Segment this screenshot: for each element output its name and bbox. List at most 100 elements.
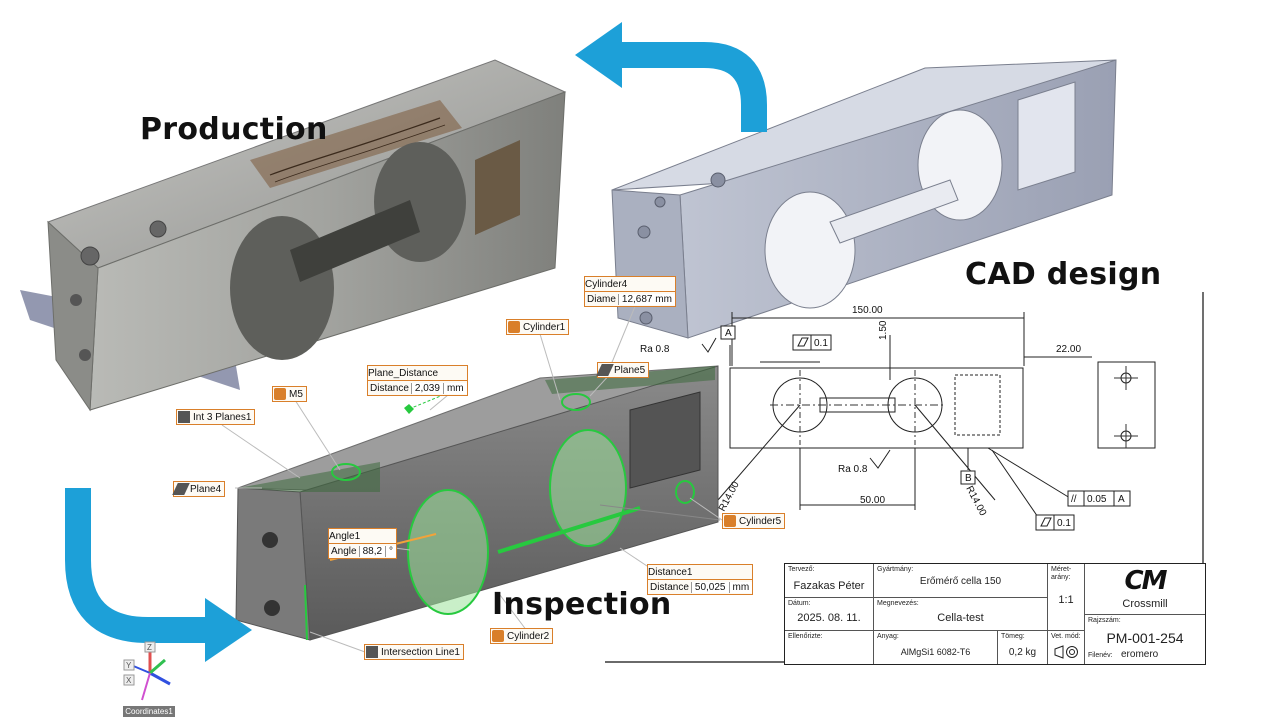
inspection-scan [235,365,721,641]
cylinder-icon [724,515,736,527]
axis-z-label: Z [147,643,152,652]
parallel-value: 0.05 [1087,494,1107,505]
company-name: Crossmill [1122,598,1168,610]
tb-checked: Ellenőrizte: [785,631,874,664]
thread-icon [274,388,286,400]
tb-mass: Tömeg: 0,2 kg [998,631,1048,664]
plane-icon [172,483,190,495]
tb-drawing-no-value: PM-001-254 [1106,630,1184,646]
plane-distance-unit: mm [442,382,467,394]
annotation-leaders [221,303,723,653]
tb-material-label: Anyag: [877,633,899,640]
flatness-top: 0.1 [814,338,828,349]
cylinder4-field: Diame [587,293,616,305]
plane-icon [596,364,614,376]
tb-projection: Vet. mód: [1048,631,1085,664]
tb-scale: Méret-arány: 1:1 [1048,564,1085,631]
roughness-bottom: Ra 0.8 [838,464,868,475]
cylinder-icon [508,321,520,333]
distance1-unit: mm [728,581,753,593]
tb-logo: CM Crossmill [1085,564,1205,615]
tb-drawing-number: Rajzszám: PM-001-254 Filenév: eromero [1085,615,1205,664]
arrow-head-top [575,22,622,88]
label-cylinder2[interactable]: Cylinder2 [490,628,554,644]
tb-mass-value: 0,2 kg [1008,647,1037,658]
tb-scale-label: Méret-arány: [1051,566,1072,581]
scan-bore-left [407,489,489,615]
tb-material-value: AlMgSi1 6082-T6 [900,647,971,657]
dim-hole-spacing: 50.00 [860,495,885,506]
label-cylinder5[interactable]: Cylinder5 [722,513,786,529]
tb-manufacture: Gyártmány: Erőmérő cella 150 [874,564,1048,598]
line-icon [366,646,378,658]
coordinate-triad: Z Y X [123,641,171,701]
title-block: Tervező: Fazakas Péter Gyártmány: Erőmér… [784,563,1206,665]
coordinates-label[interactable]: Coordinates1 [123,706,175,717]
tb-manufacture-value: Erőmérő cella 150 [919,576,1002,587]
m5-name: M5 [289,388,303,400]
label-plane5[interactable]: Plane5 [596,362,650,378]
parallel-symbol: // [1071,494,1077,505]
cylinder5-name: Cylinder5 [739,515,782,527]
angle1-value: 88,2 [358,545,386,557]
tb-date-value: 2025. 08. 11. [797,612,861,624]
projection-symbol-icon [1054,645,1078,659]
cylinder4-value: 12,687 mm [617,293,675,305]
intersection-line-name: Intersection Line1 [381,646,460,658]
label-int-3-planes[interactable]: Int 3 Planes1 [176,409,256,425]
drawing-front-view [729,367,1024,449]
tb-filename-label: Filenév: [1088,652,1113,659]
point-icon [178,411,190,423]
plane-distance-name: Plane_Distance [368,367,439,379]
photo-bore-left [230,216,334,360]
cylinder2-name: Cylinder2 [507,630,550,642]
distance1-name: Distance1 [648,566,693,578]
production-photo [20,59,567,412]
plane-distance-field: Distance [370,382,409,394]
cad-window [1017,81,1076,191]
axis-x-label: X [126,676,132,685]
tb-name-value: Cella-test [937,612,984,624]
photo-window [475,140,520,235]
scan-end-face [235,487,311,641]
flow-arrows [65,22,767,662]
section-title-production: Production [140,112,328,147]
dim-right: 22.00 [1056,344,1081,355]
label-cylinder1[interactable]: Cylinder1 [506,319,570,335]
label-intersection-line[interactable]: Intersection Line1 [364,644,464,660]
scan-axis-line [497,506,641,554]
technical-drawing: 150.00 22.00 1.50 50.00 R14.00 R14.00 Ra… [605,292,1204,663]
cad-bore-left [764,191,856,309]
tb-date-label: Dátum: [788,600,811,607]
tb-name-label: Megnevezés: [877,600,919,607]
section-title-cad: CAD design [965,257,1162,292]
roughness-top: Ra 0.8 [640,344,670,355]
cylinder4-name: Cylinder4 [585,278,628,290]
distance1-field: Distance [650,581,689,593]
photo-slot [290,200,420,282]
tb-material: Anyag: AlMgSi1 6082-T6 [874,631,998,664]
label-plane4[interactable]: Plane4 [172,481,226,497]
tb-name: Megnevezés: Cella-test [874,598,1048,631]
parallel-datum: A [1118,494,1125,505]
dim-top: 1.50 [878,320,889,340]
tb-drawing-no-label: Rajzszám: [1088,617,1121,624]
cad-model [611,59,1117,339]
dim-radius-right: R14.00 [963,484,988,518]
tb-filename-value: eromero [1121,649,1159,660]
angle1-unit: ° [385,545,397,557]
cylinder1-name: Cylinder1 [523,321,566,333]
tb-designer-value: Fazakas Péter [793,580,865,592]
distance1-value: 50,025 [690,581,729,593]
company-logo: CM [1124,566,1168,596]
arrow-production-to-inspection [65,488,210,643]
label-m5[interactable]: M5 [272,386,307,402]
section-title-inspection: Inspection [492,587,672,622]
tb-manufacture-label: Gyártmány: [877,566,914,573]
datum-a: A [725,328,732,339]
